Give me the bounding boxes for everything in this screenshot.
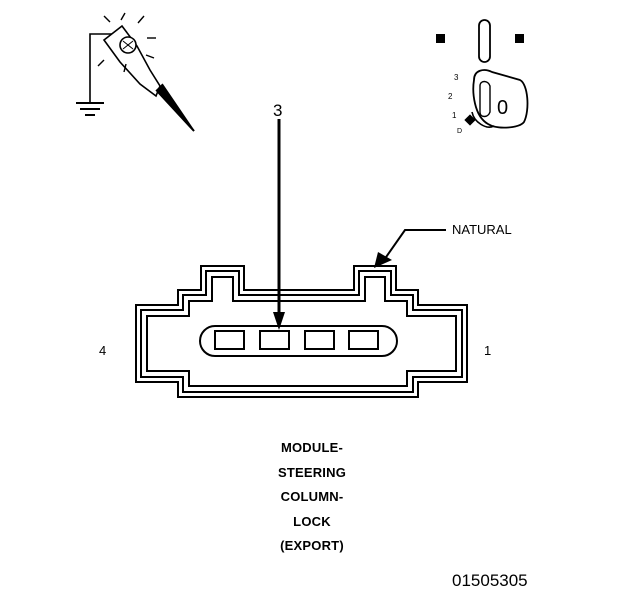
connector-housing xyxy=(135,265,468,398)
ignition-switch-key-icon xyxy=(436,19,529,129)
natural-label: NATURAL xyxy=(452,222,512,237)
pin-1-label: 1 xyxy=(484,343,491,358)
terminal-cavity-3 xyxy=(259,330,290,350)
document-number: 01505305 xyxy=(452,571,528,590)
caption-line-2: STEERING xyxy=(277,464,347,480)
pin-3-arrow xyxy=(273,119,285,330)
pin-4-label: 4 xyxy=(99,343,106,358)
terminal-cavity-4 xyxy=(214,330,245,350)
caption-line-3: COLUMN- xyxy=(280,489,344,504)
pin-3-label: 3 xyxy=(273,101,282,120)
terminal-row xyxy=(199,325,398,357)
key-position-3-label: 3 xyxy=(454,73,459,82)
key-position-1-label: 1 xyxy=(452,111,457,120)
caption-line-4: LOCK xyxy=(293,513,331,529)
caption-line-1: MODULE- xyxy=(280,440,344,455)
key-position-0-label: 0 xyxy=(497,97,508,119)
caption-line-5: (EXPORT) xyxy=(280,538,344,553)
component-caption: MODULE- STEERING COLUMN- LOCK (EXPORT) xyxy=(0,436,624,559)
key-position-d-label: D xyxy=(457,128,462,135)
terminal-cavity-2 xyxy=(304,330,335,350)
key-position-2-label: 2 xyxy=(448,92,453,101)
test-light-probe-icon xyxy=(76,12,195,132)
natural-leader xyxy=(374,229,446,268)
terminal-cavity-1 xyxy=(348,330,379,350)
